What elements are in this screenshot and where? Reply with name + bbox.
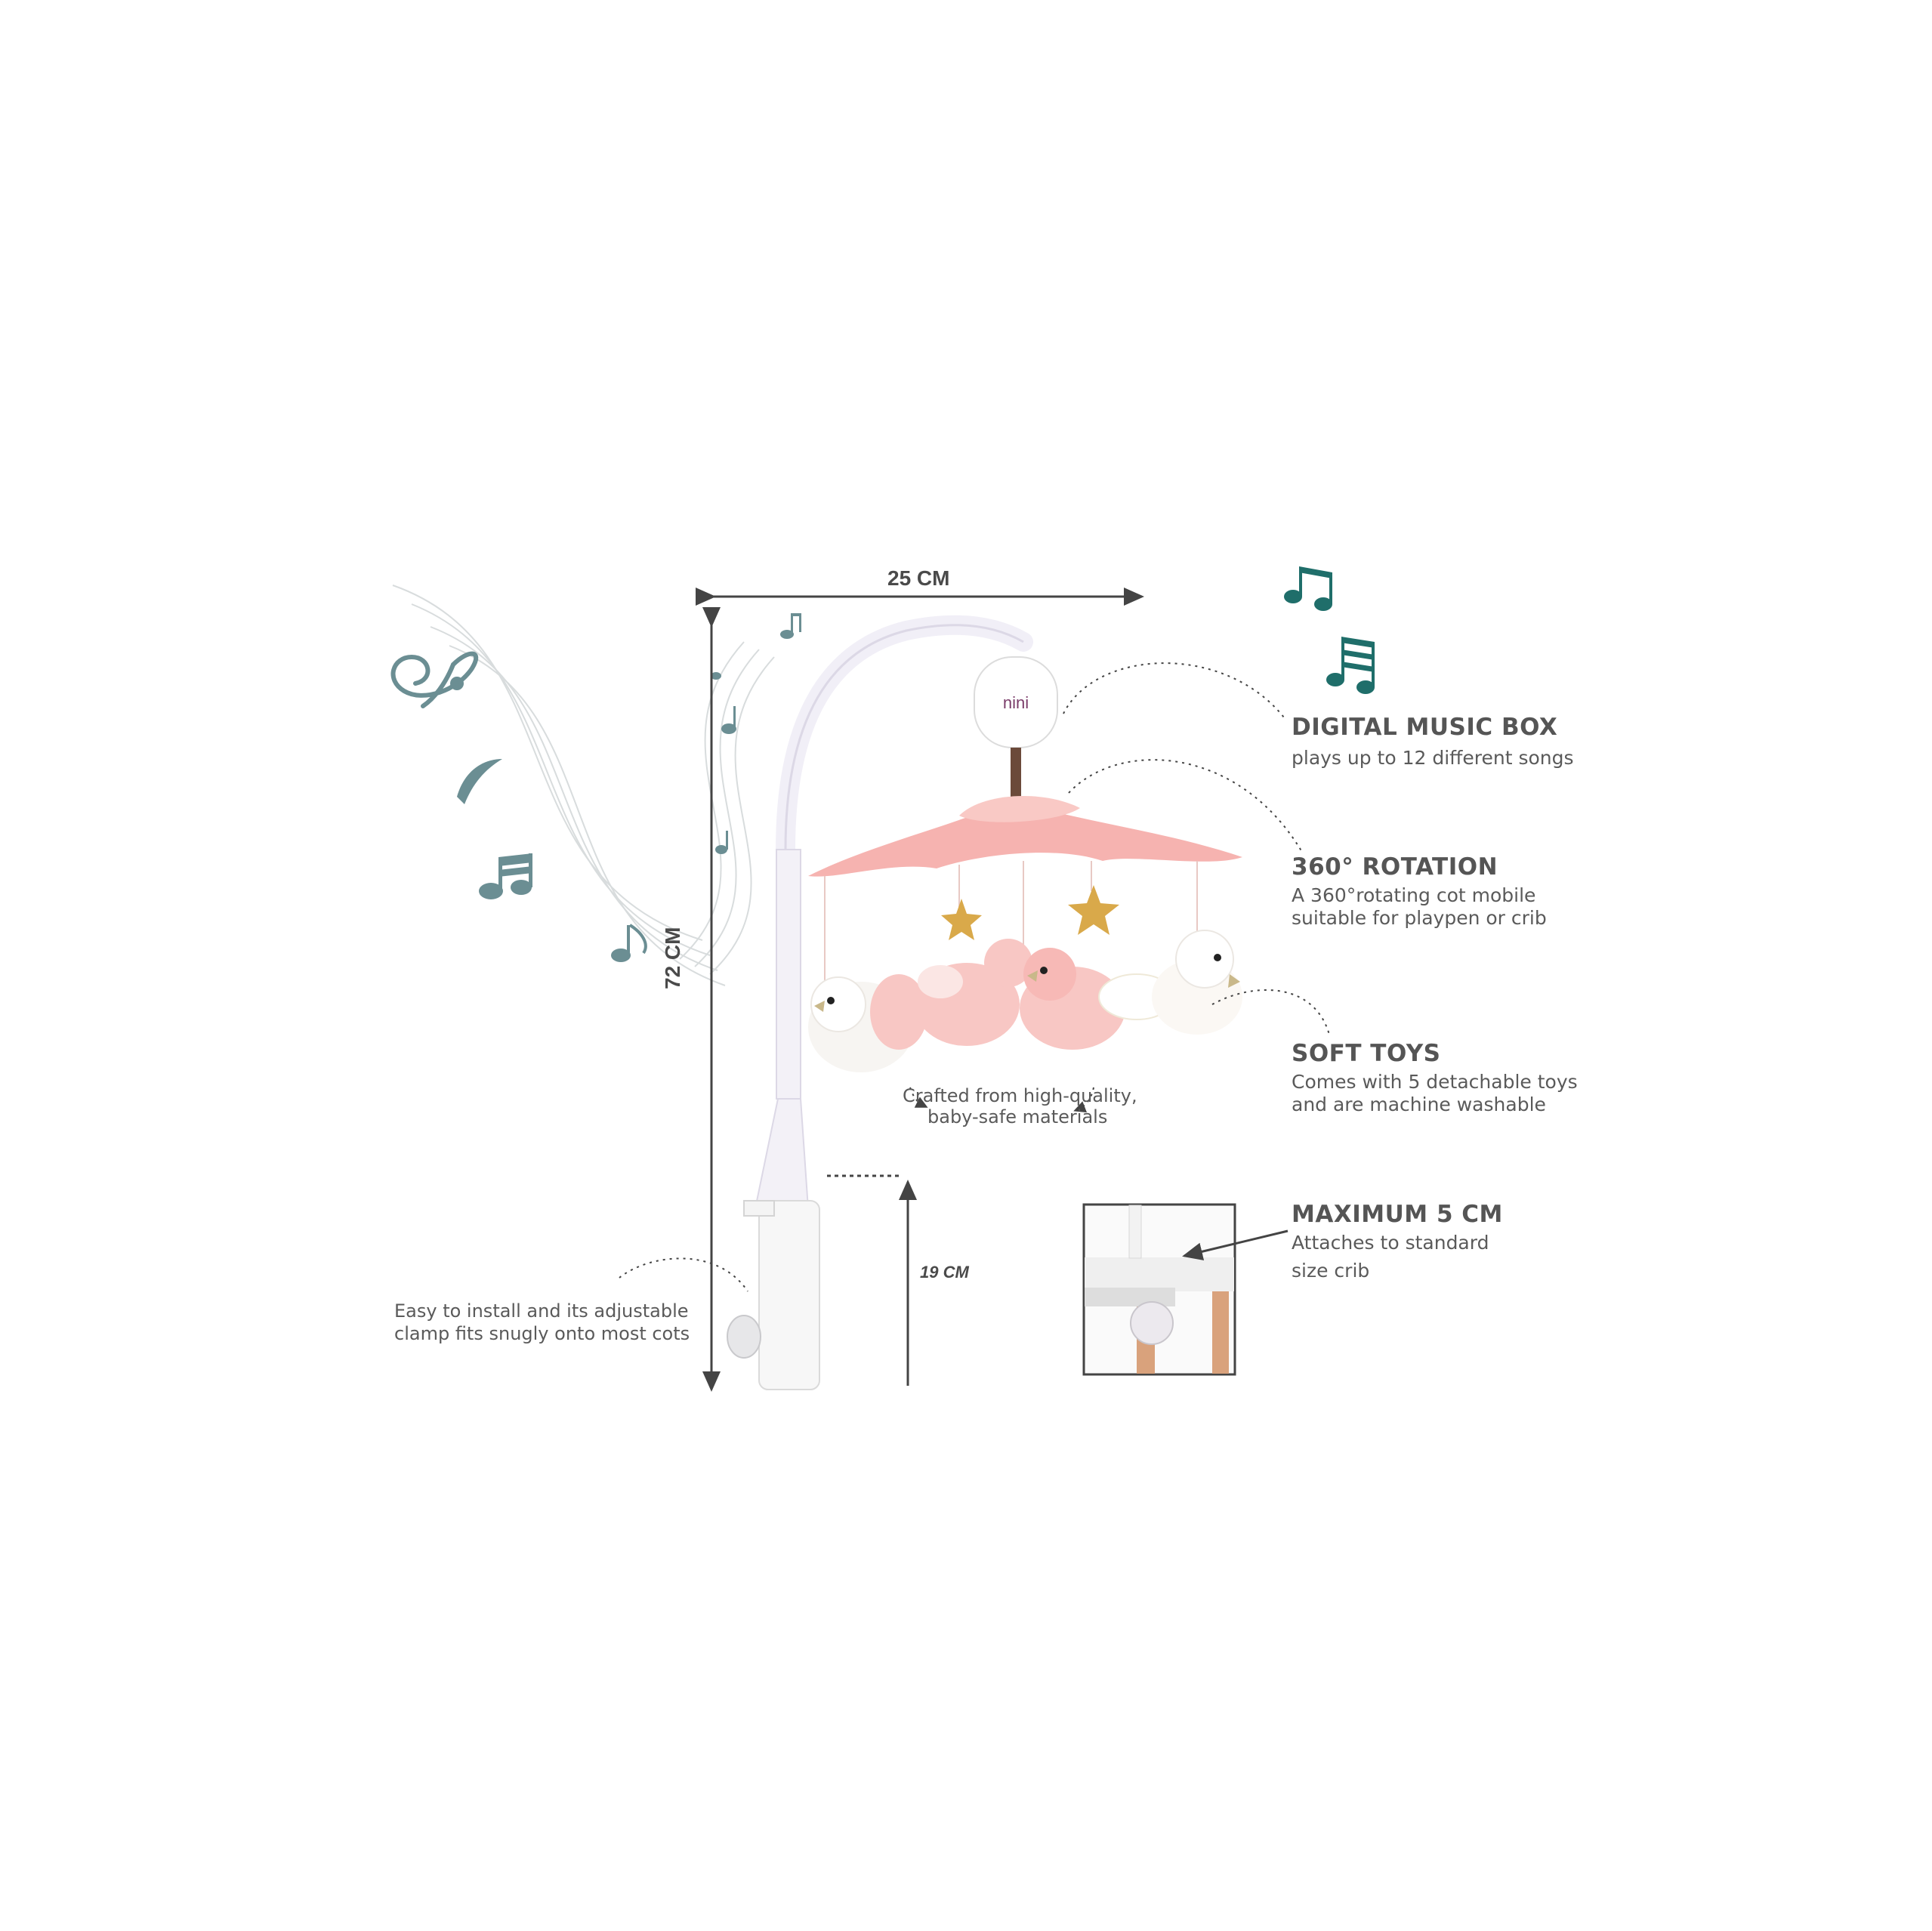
width-label: 25 CM — [887, 566, 950, 590]
music-note-icon — [457, 759, 502, 804]
height-label: 72 CM — [661, 927, 684, 989]
note-line1: Easy to install and its adjustable — [394, 1300, 689, 1322]
callout-lines — [619, 662, 1330, 1292]
feature-title: SOFT TOYS — [1292, 1040, 1441, 1067]
crib-inset-photo — [1082, 1203, 1236, 1376]
feature-description-line1: A 360°rotating cot mobile — [1292, 884, 1536, 906]
feature-description-line2: size crib — [1292, 1260, 1370, 1282]
feature-description: plays up to 12 different songs — [1292, 747, 1574, 769]
star-ornament — [941, 885, 1119, 940]
canopy — [808, 795, 1242, 877]
feature-description-line1: Comes with 5 detachable toys — [1292, 1071, 1578, 1093]
note-line2: clamp fits snugly onto most cots — [394, 1323, 690, 1344]
note-line1: Crafted from high-quality, — [903, 1085, 1137, 1106]
clamp-height-label: 19 CM — [920, 1263, 969, 1282]
feature-title: DIGITAL MUSIC BOX — [1292, 714, 1558, 741]
note-line2: baby-safe materials — [927, 1106, 1108, 1127]
mobile-arm — [727, 615, 1033, 1390]
soft-toys — [808, 930, 1242, 1072]
feature-title: 360° ROTATION — [1292, 853, 1498, 881]
feature-description-line2: and are machine washable — [1292, 1094, 1546, 1115]
brand-logo: nini — [1003, 693, 1029, 712]
treble-clef-icon — [390, 651, 479, 708]
music-box: nini — [974, 656, 1058, 800]
beamed-notes-icon — [479, 853, 532, 899]
feature-title: MAXIMUM 5 CM — [1292, 1201, 1503, 1228]
music-note-icon — [611, 924, 647, 962]
beamed-notes-icon — [1284, 566, 1375, 694]
music-staff-waves — [392, 585, 775, 986]
feature-description-line1: Attaches to standard — [1292, 1232, 1489, 1254]
feature-description-line2: suitable for playpen or crib — [1292, 907, 1547, 929]
clamp-callout-arrow — [1182, 1229, 1289, 1261]
